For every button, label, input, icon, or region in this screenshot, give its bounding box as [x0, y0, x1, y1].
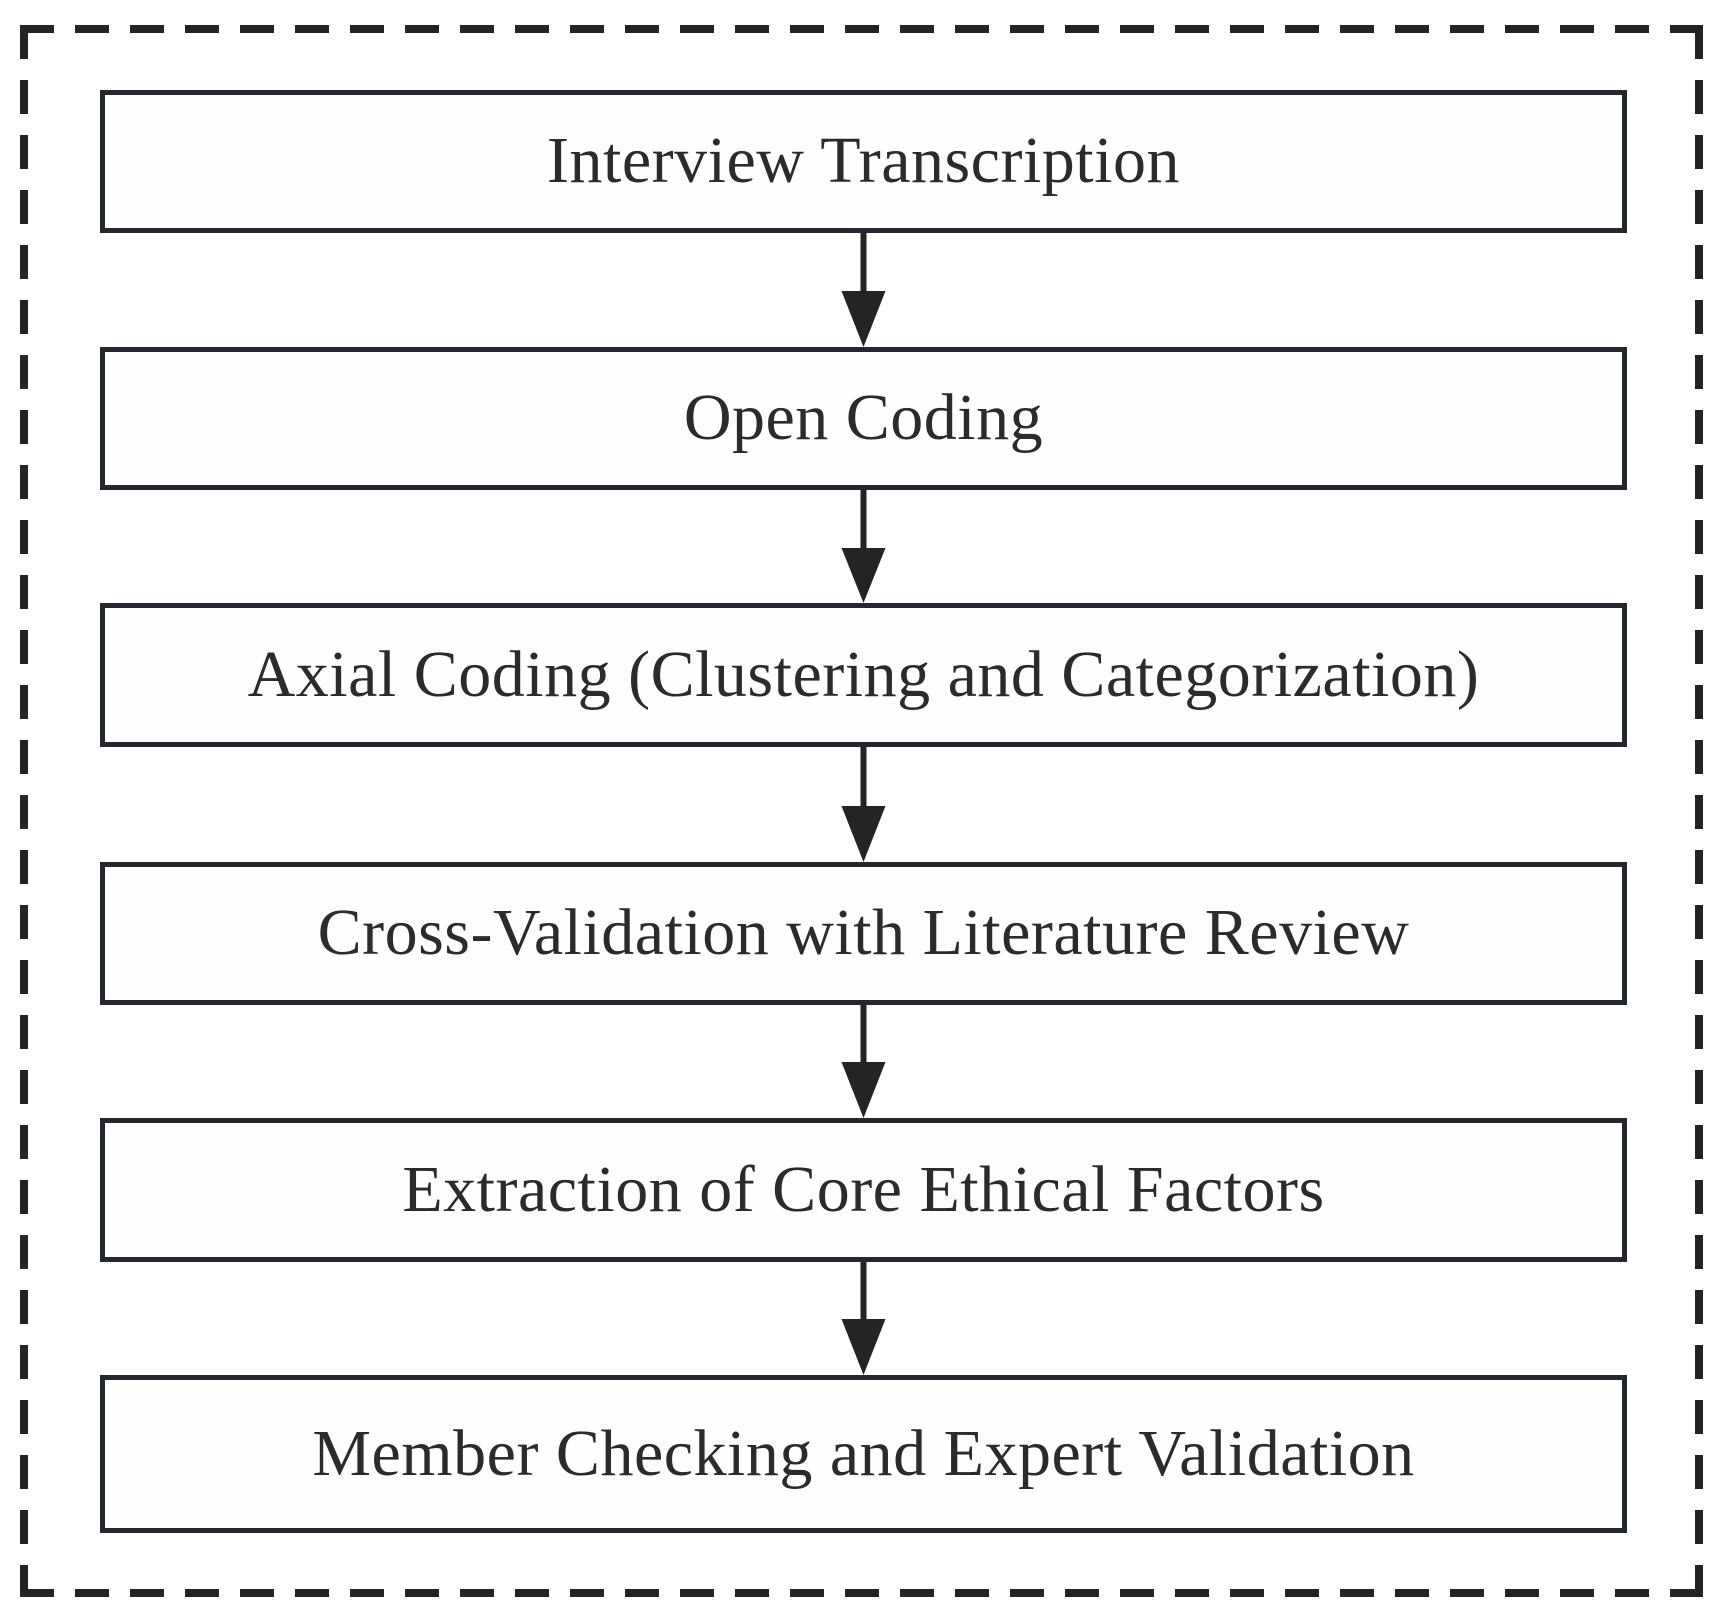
flow-step-label: Interview Transcription	[547, 124, 1180, 198]
flow-step-axial-coding: Axial Coding (Clustering and Categorizat…	[100, 603, 1627, 747]
flow-step-extraction-core-ethical-factors: Extraction of Core Ethical Factors	[100, 1118, 1627, 1262]
flow-step-open-coding: Open Coding	[100, 347, 1627, 490]
flow-step-interview-transcription: Interview Transcription	[100, 90, 1627, 233]
flow-step-label: Cross-Validation with Literature Review	[317, 896, 1410, 970]
flow-step-member-checking-expert-validation: Member Checking and Expert Validation	[100, 1375, 1627, 1533]
flow-step-label: Member Checking and Expert Validation	[312, 1416, 1415, 1490]
flow-step-label: Open Coding	[683, 381, 1044, 455]
flow-step-label: Extraction of Core Ethical Factors	[402, 1152, 1325, 1226]
dashed-border-frame	[20, 25, 1703, 1597]
flow-step-label: Axial Coding (Clustering and Categorizat…	[247, 637, 1480, 711]
flow-step-cross-validation: Cross-Validation with Literature Review	[100, 862, 1627, 1005]
